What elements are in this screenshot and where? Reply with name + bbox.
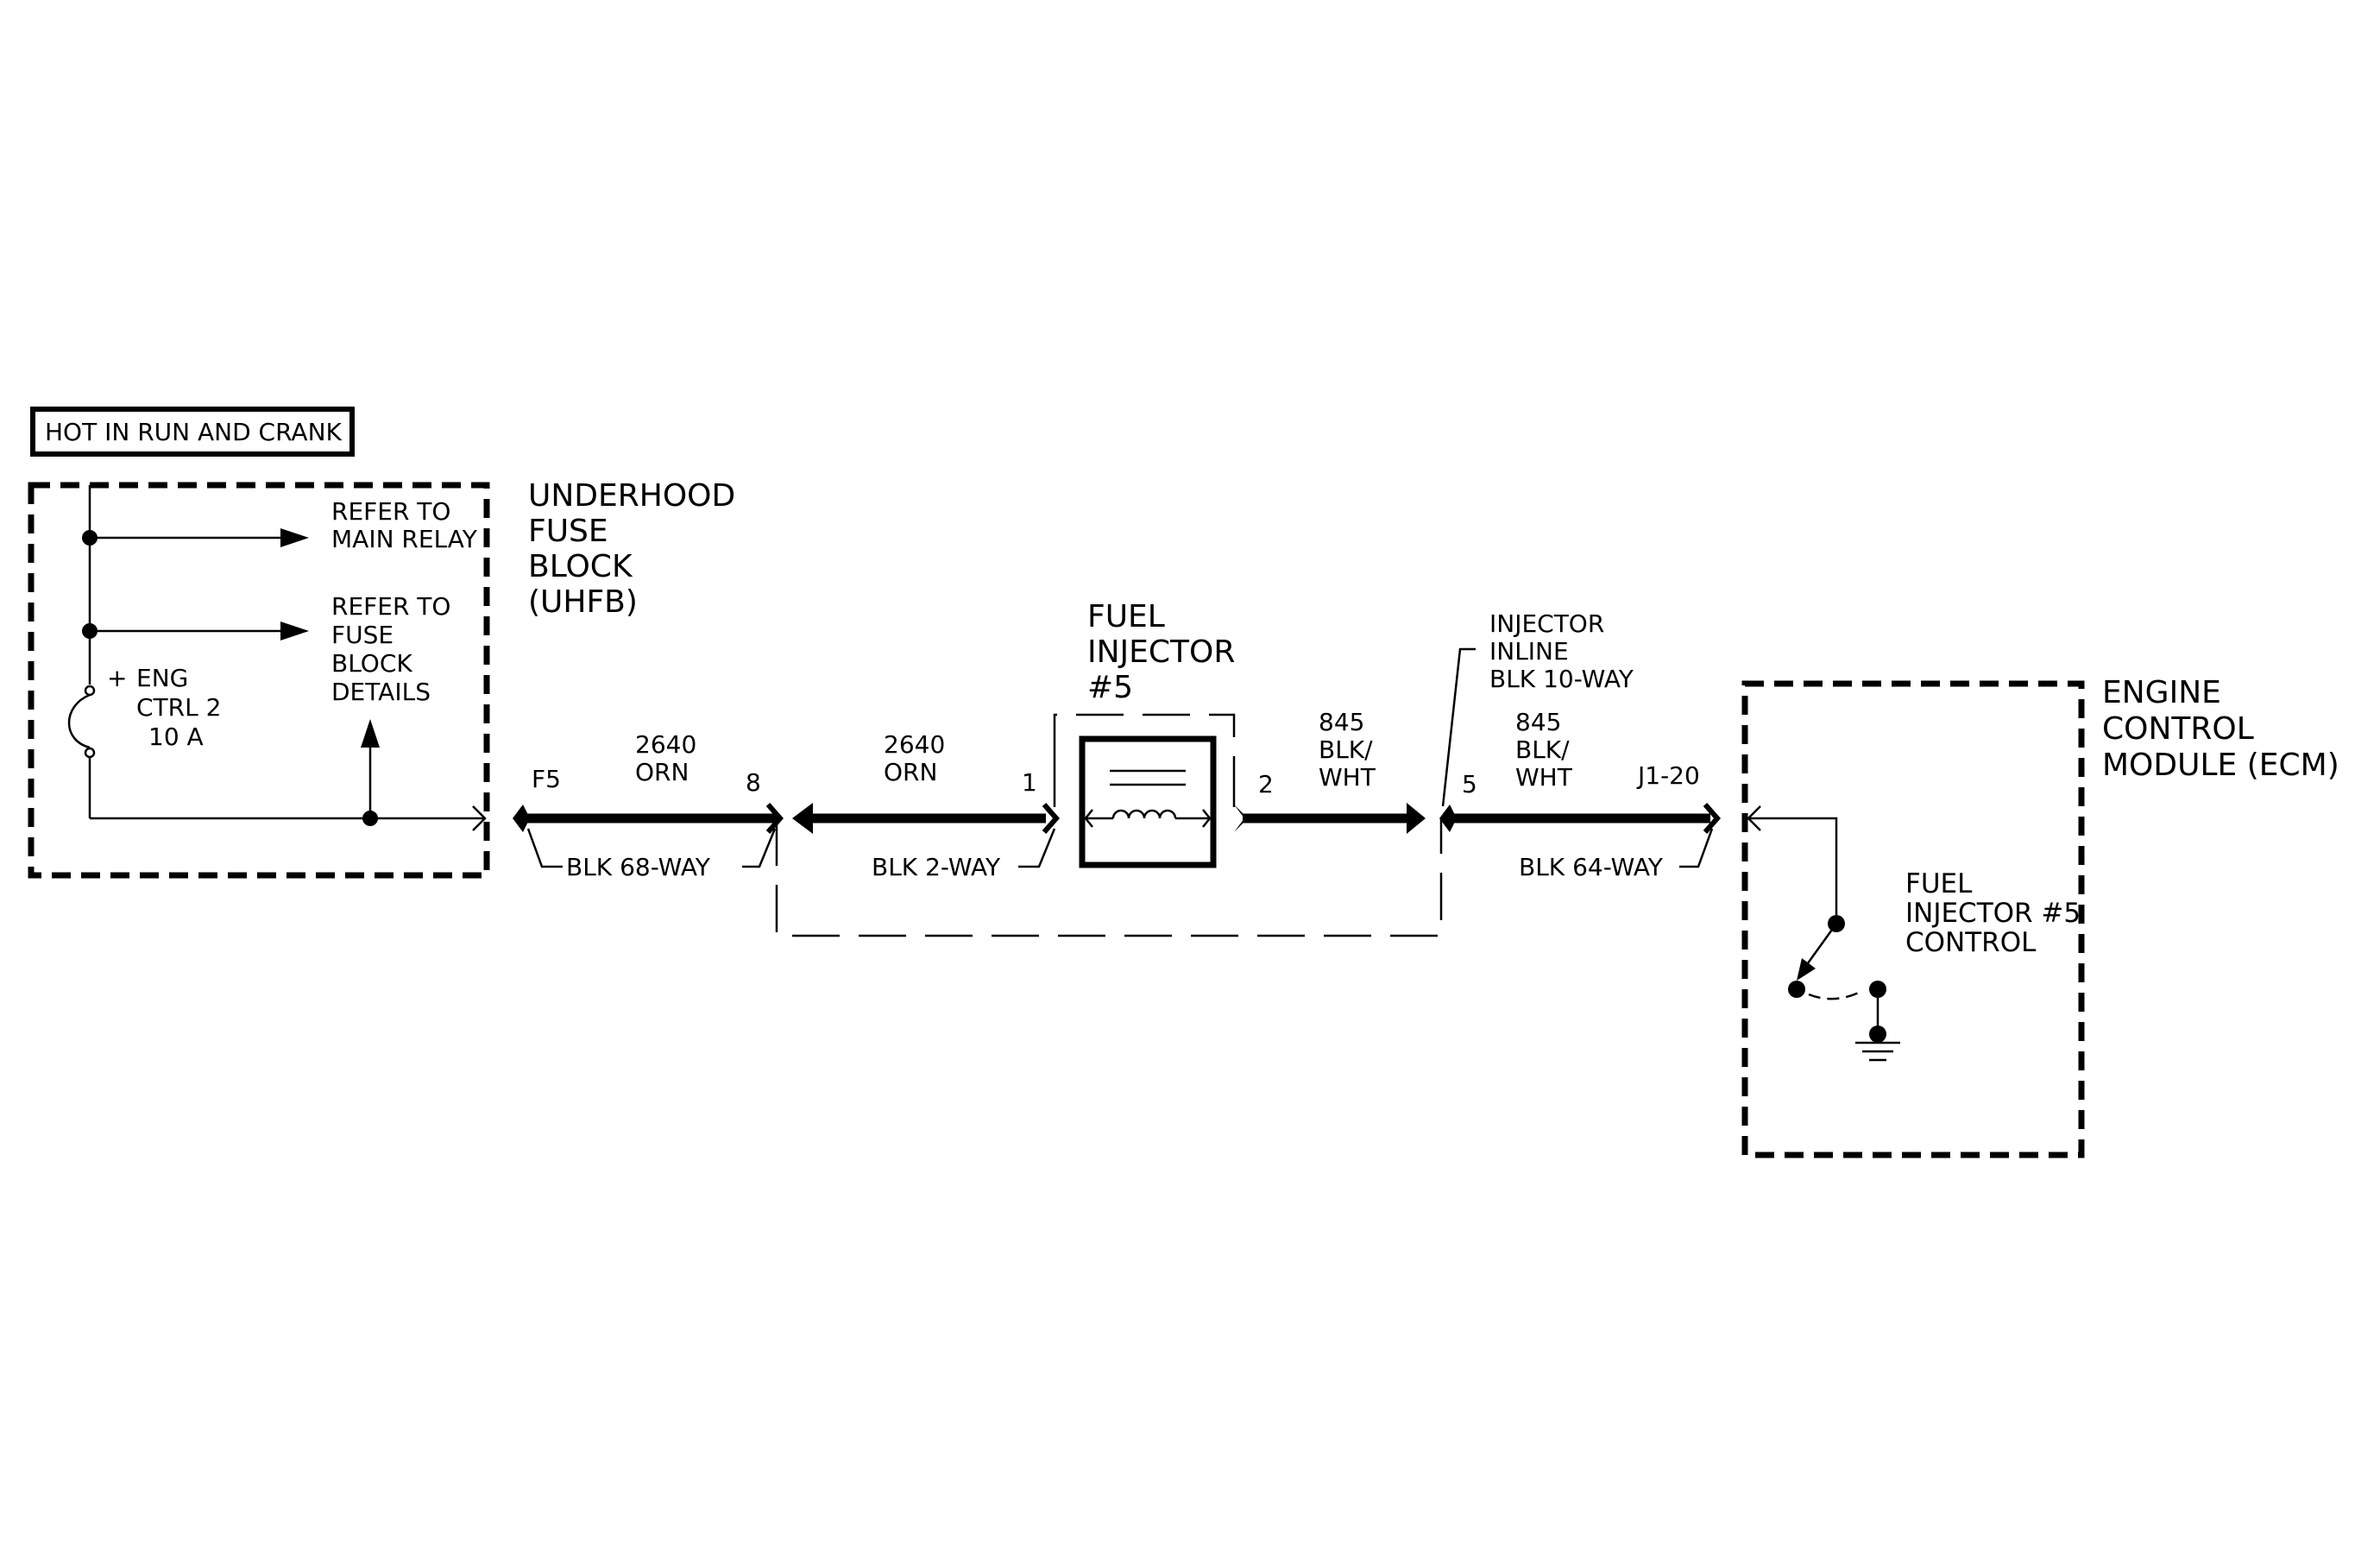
ground-icon	[1855, 1025, 1900, 1062]
fuse-label-line2: CTRL 2	[136, 693, 221, 722]
wire-segment-845-b	[1439, 803, 1721, 868]
connector-blk-64-way: BLK 64-WAY	[1519, 853, 1664, 881]
injector-name-line2: INJECTOR	[1087, 634, 1235, 670]
wire-color-blk-a: BLK/	[1319, 735, 1373, 764]
ref-main-relay-line2: MAIN RELAY	[331, 525, 478, 553]
circuit-header: HOT IN RUN AND CRANK	[30, 407, 355, 457]
ref-fuse-details-line4: DETAILS	[331, 678, 431, 706]
wire-color-wht-b: WHT	[1515, 763, 1573, 792]
arrow-up-icon	[361, 719, 380, 748]
inline-connector-line2: INLINE	[1489, 637, 1569, 666]
cavity-1: 1	[1022, 768, 1037, 797]
inline-connector-line3: BLK 10-WAY	[1489, 665, 1634, 693]
cavity-8: 8	[746, 768, 761, 797]
ecm-outline	[1741, 680, 2085, 1158]
fuse-icon	[67, 685, 96, 759]
fuse-block-name-line1: UNDERHOOD	[528, 478, 735, 514]
connector-blk-2-way: BLK 2-WAY	[872, 853, 1001, 881]
circuit-number-2640-a: 2640	[635, 730, 696, 759]
fuse-block-name-line2: FUSE	[528, 514, 608, 549]
underhood-fuse-block: REFER TO MAIN RELAY REFER TO FUSE BLOCK …	[28, 482, 490, 879]
ref-fuse-details-line2: FUSE	[331, 621, 394, 649]
ref-main-relay-line1: REFER TO	[331, 497, 450, 526]
engine-control-module	[1741, 680, 2085, 1158]
cavity-j1-20: J1-20	[1636, 761, 1700, 790]
circuit-header-label: HOT IN RUN AND CRANK	[45, 418, 343, 446]
fuse-block-outline	[28, 482, 490, 879]
cavity-f5: F5	[532, 765, 561, 793]
ecm-control-line2: INJECTOR #5	[1905, 898, 2081, 929]
ref-fuse-details-line1: REFER TO	[331, 592, 450, 621]
fuse-polarity: +	[107, 664, 127, 692]
ecm-control-line1: FUEL	[1905, 868, 1973, 899]
injector-name-line1: FUEL	[1087, 599, 1165, 634]
cavity-5: 5	[1462, 770, 1477, 798]
wire-color-wht-a: WHT	[1319, 763, 1376, 792]
circuit-number-845-b: 845	[1515, 708, 1561, 736]
arrow-right-icon	[280, 622, 309, 641]
fuse-block-name-line3: BLOCK	[528, 549, 633, 584]
ecm-control-line3: CONTROL	[1905, 927, 2037, 958]
ref-fuse-details-line3: BLOCK	[331, 649, 412, 678]
circuit-number-2640-b: 2640	[884, 730, 945, 759]
circuit-number-845-a: 845	[1319, 708, 1364, 736]
cavity-2: 2	[1258, 770, 1274, 798]
fuse-block-name-line4: (UHFB)	[528, 584, 638, 620]
connector-blk-68-way: BLK 68-WAY	[566, 853, 711, 881]
wire-segment-2640-b	[792, 803, 1060, 868]
injector-name-line3: #5	[1087, 670, 1133, 705]
ecm-name-line3: MODULE (ECM)	[2102, 748, 2339, 783]
inline-connector-line1: INJECTOR	[1489, 609, 1604, 638]
ecm-name-line2: CONTROL	[2102, 711, 2254, 747]
arrow-right-icon	[280, 528, 309, 547]
wire-color-orn-a: ORN	[635, 758, 689, 786]
ecm-name-line1: ENGINE	[2102, 675, 2221, 710]
wire-color-orn-b: ORN	[884, 758, 937, 786]
wire-segment-845-a	[1234, 803, 1426, 834]
inline-connector-leader	[1441, 647, 1476, 807]
coil-icon	[1084, 809, 1212, 828]
fuel-injector	[1053, 713, 1236, 868]
wire-segment-2640-a	[513, 803, 784, 868]
wire-color-blk-b: BLK/	[1515, 735, 1570, 764]
fuse-label-line1: ENG	[136, 664, 188, 692]
injector-body	[1079, 735, 1217, 868]
inline-connector-outline	[775, 818, 1443, 937]
switch-icon	[1788, 923, 1886, 1000]
fuse-label-line3: 10 A	[148, 723, 204, 751]
